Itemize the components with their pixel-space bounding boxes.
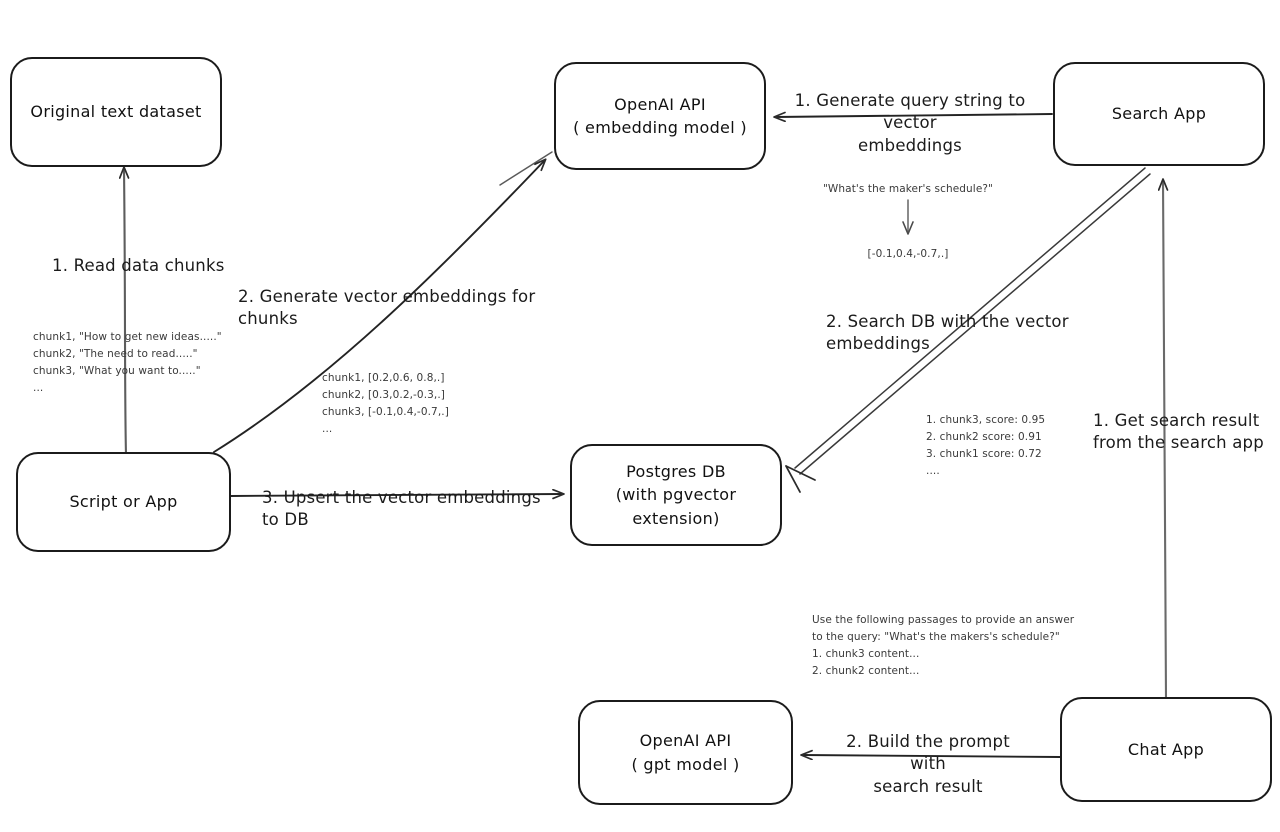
edge-label-generate-vector-embeddings: 2. Generate vector embeddings for chunks xyxy=(238,287,536,329)
annotation-chunk-vectors: chunk1, [0.2,0.6, 0.8,.] chunk2, [0.3,0.… xyxy=(322,372,449,435)
node-label: Search App xyxy=(1111,104,1207,124)
node-postgres-db[interactable]: Postgres DB (with pgvector extension) xyxy=(570,444,782,546)
node-script-or-app[interactable]: Script or App xyxy=(16,452,231,552)
node-search-app[interactable]: Search App xyxy=(1053,62,1265,166)
node-openai-embedding-model[interactable]: OpenAI API ( embedding model ) xyxy=(554,62,766,170)
annotation-query-vector: [-0.1,0.4,-0.7,.] xyxy=(867,248,949,260)
edge-script-to-dataset xyxy=(124,168,126,457)
edge-label-upsert-to-db: 3. Upsert the vector embeddings to DB xyxy=(262,488,541,530)
annotation-query-string: "What's the maker's schedule?" xyxy=(823,183,993,195)
node-sublabel: ( embedding model ) xyxy=(573,118,747,137)
annotation-search-results: 1. chunk3, score: 0.95 2. chunk2 score: … xyxy=(926,414,1046,477)
annotation-prompt-block: Use the following passages to provide an… xyxy=(812,614,1075,677)
edge-label-build-prompt: 2. Build the prompt with search result xyxy=(846,732,1010,796)
node-openai-gpt-model[interactable]: OpenAI API ( gpt model ) xyxy=(578,700,793,805)
node-label: Original text dataset xyxy=(30,102,202,122)
edge-label-generate-query-embeddings: 1. Generate query string to vector embed… xyxy=(794,91,1026,155)
node-label: Postgres DB xyxy=(626,462,726,482)
edge-label-get-search-result: 1. Get search result from the search app xyxy=(1093,411,1264,453)
node-label: OpenAI API xyxy=(639,731,732,751)
node-label: OpenAI API xyxy=(614,94,706,114)
node-original-text-dataset[interactable]: Original text dataset xyxy=(10,57,222,167)
annotation-chunks-sample: chunk1, "How to get new ideas....." chun… xyxy=(33,331,222,394)
node-label: Chat App xyxy=(1127,739,1205,759)
node-sublabel: ( gpt model ) xyxy=(631,754,740,774)
edge-label-search-db: 2. Search DB with the vector embeddings xyxy=(826,312,1069,354)
node-label: Script or App xyxy=(69,492,178,512)
edge-label-read-data-chunks: 1. Read data chunks xyxy=(52,256,225,275)
node-sublabel: (with pgvector extension) xyxy=(615,485,737,528)
node-chat-app[interactable]: Chat App xyxy=(1060,697,1272,802)
